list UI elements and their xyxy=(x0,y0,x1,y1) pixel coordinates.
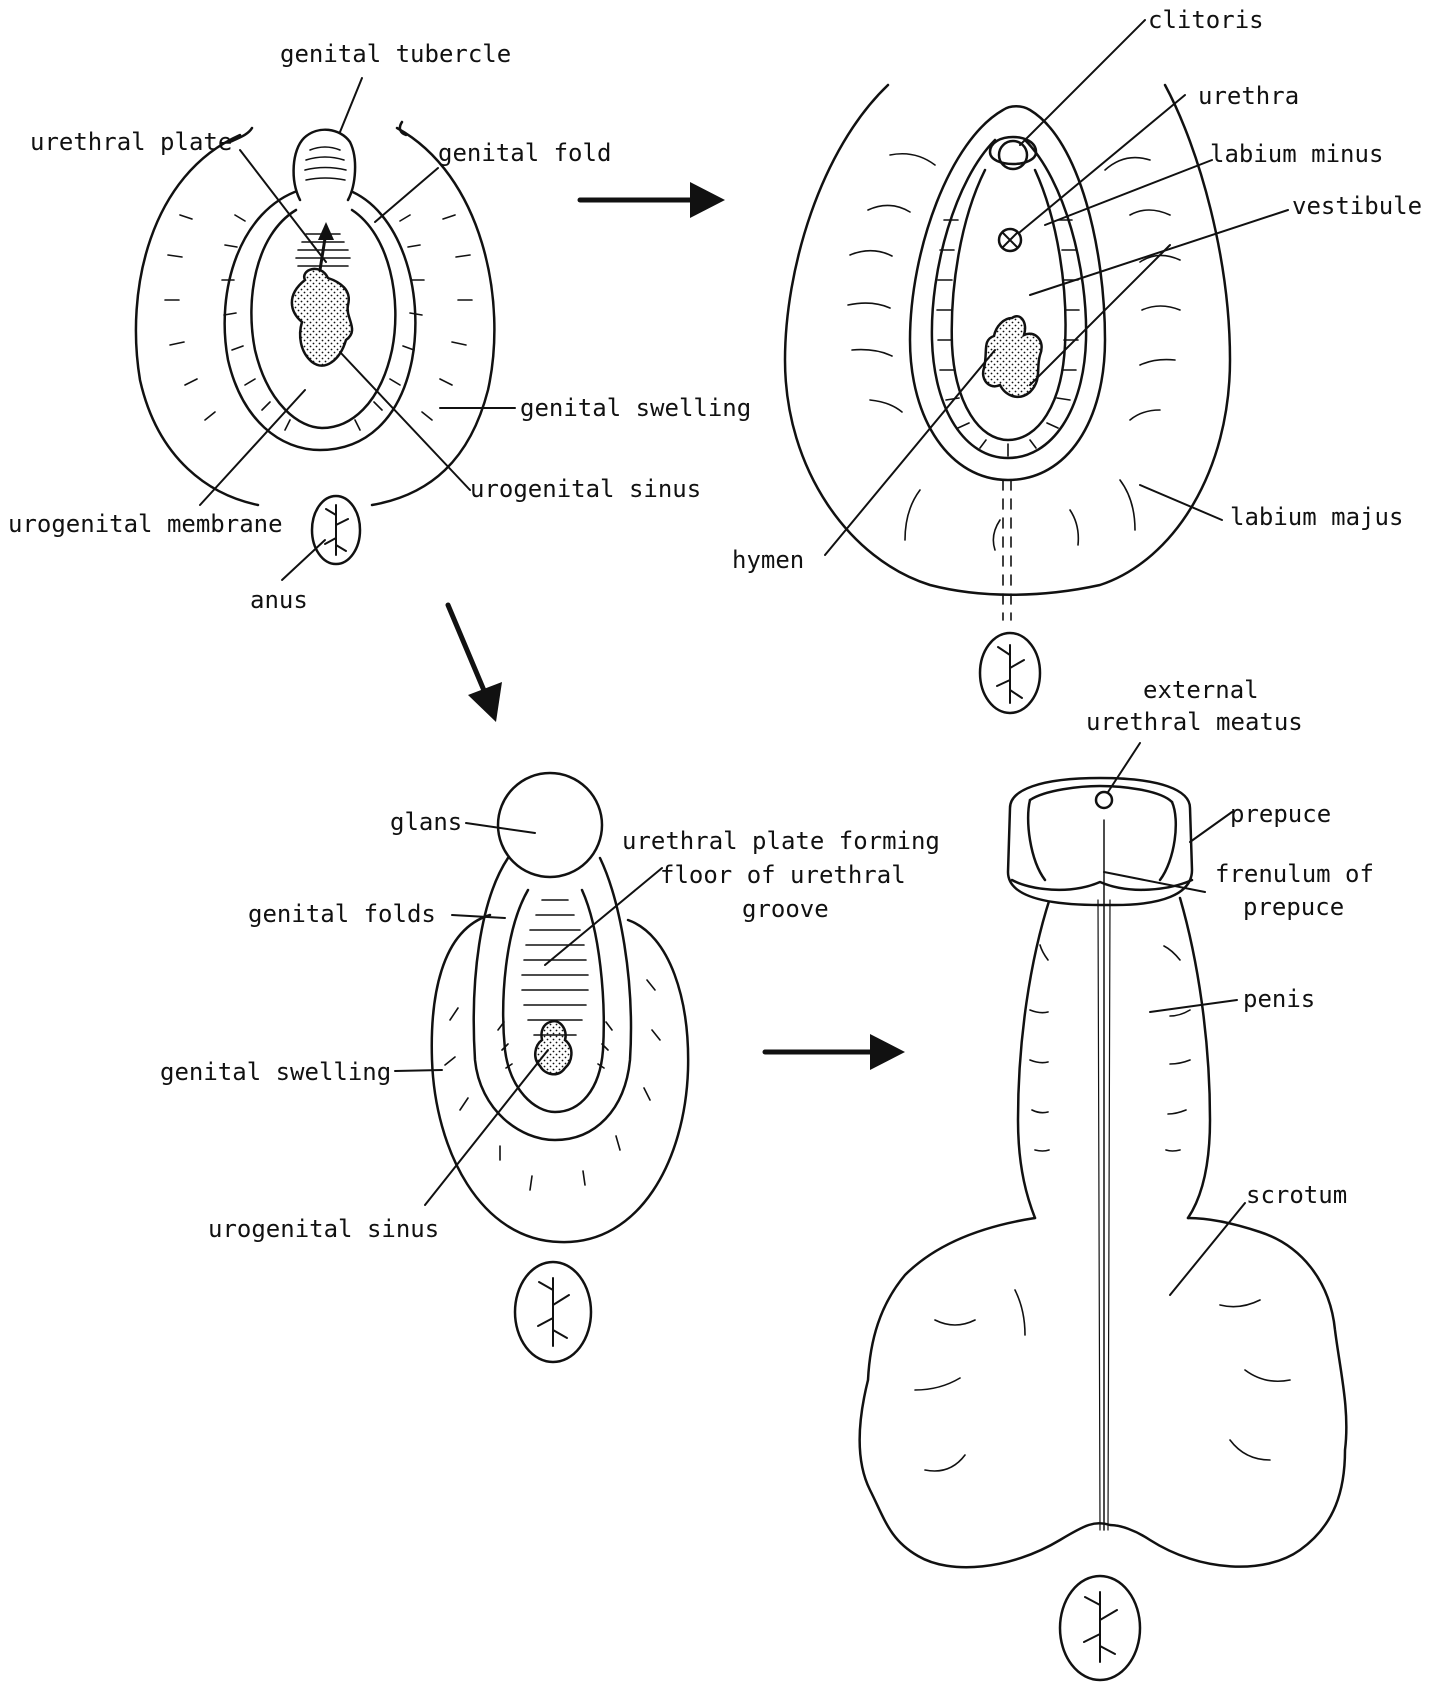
label-labium-minus: labium minus xyxy=(1210,140,1383,168)
genital-folds-outline xyxy=(472,856,633,1142)
labels: genital tubercle urethral plate genital … xyxy=(8,6,1422,1243)
prepuce-outline xyxy=(1028,784,1174,804)
label-urethral-plate-groove-line1: urethral plate forming xyxy=(622,827,940,855)
label-genital-fold: genital fold xyxy=(438,139,611,167)
male-early-figure xyxy=(394,771,690,1364)
indifferent-stage-figure xyxy=(134,77,516,581)
urethra-opening xyxy=(997,227,1023,253)
label-external-meatus-line1: external xyxy=(1143,676,1259,704)
label-urogenital-membrane: urogenital membrane xyxy=(8,510,283,538)
label-glans: glans xyxy=(390,808,462,836)
label-prepuce: prepuce xyxy=(1230,800,1331,828)
label-clitoris: clitoris xyxy=(1148,6,1264,34)
male-figure xyxy=(858,742,1348,1682)
urogenital-sinus-shape xyxy=(290,267,354,367)
urogenital-sinus-shape-male xyxy=(534,1019,573,1076)
genital-swelling-outline-male xyxy=(430,913,690,1244)
label-anus: anus xyxy=(250,586,308,614)
label-frenulum-line1: frenulum of xyxy=(1215,860,1374,888)
external-urethral-meatus xyxy=(1094,790,1114,810)
anus-bottom-left xyxy=(513,1260,593,1364)
label-urogenital-sinus-bottom: urogenital sinus xyxy=(208,1215,439,1243)
label-vestibule: vestibule xyxy=(1292,192,1422,220)
penis-shaft-outline xyxy=(1016,896,1052,1220)
label-frenulum-line2: prepuce xyxy=(1243,893,1344,921)
glans-shape xyxy=(1006,776,1194,907)
labium-minus-outline xyxy=(908,105,1107,482)
label-penis: penis xyxy=(1243,985,1315,1013)
label-hymen: hymen xyxy=(732,546,804,574)
arrow-to-female xyxy=(577,182,725,218)
label-genital-tubercle: genital tubercle xyxy=(280,40,511,68)
genital-fold-outline xyxy=(223,188,417,452)
labium-majus-outline xyxy=(783,83,1232,596)
label-genital-swelling-bottom: genital swelling xyxy=(160,1058,391,1086)
label-scrotum: scrotum xyxy=(1246,1181,1347,1209)
hymen-shape xyxy=(981,315,1043,399)
label-genital-folds: genital folds xyxy=(248,900,436,928)
urethral-groove-hatching xyxy=(521,899,589,1036)
genital-swelling-outline xyxy=(134,133,260,507)
genital-tubercle-outline xyxy=(292,128,357,202)
label-urogenital-sinus-top: urogenital sinus xyxy=(470,475,701,503)
label-urethral-plate: urethral plate xyxy=(30,128,232,156)
label-urethral-plate-groove-line2: floor of urethral xyxy=(660,861,906,889)
anus-top-left xyxy=(310,494,362,566)
arrow-to-male-early xyxy=(445,602,502,722)
label-urethral-plate-groove-line3: groove xyxy=(742,895,829,923)
anus-bottom-right xyxy=(1058,1574,1142,1682)
anus-top-right xyxy=(978,631,1042,715)
clitoris-shape xyxy=(997,139,1029,171)
label-genital-swelling-top: genital swelling xyxy=(520,394,751,422)
label-external-meatus-line2: urethral meatus xyxy=(1086,708,1303,736)
scrotum-outline xyxy=(858,1216,1348,1569)
glans-shape-early xyxy=(496,771,604,879)
female-figure xyxy=(783,19,1289,715)
arrow-to-male xyxy=(762,1034,905,1070)
label-labium-majus: labium majus xyxy=(1230,503,1403,531)
label-urethra: urethra xyxy=(1198,82,1299,110)
